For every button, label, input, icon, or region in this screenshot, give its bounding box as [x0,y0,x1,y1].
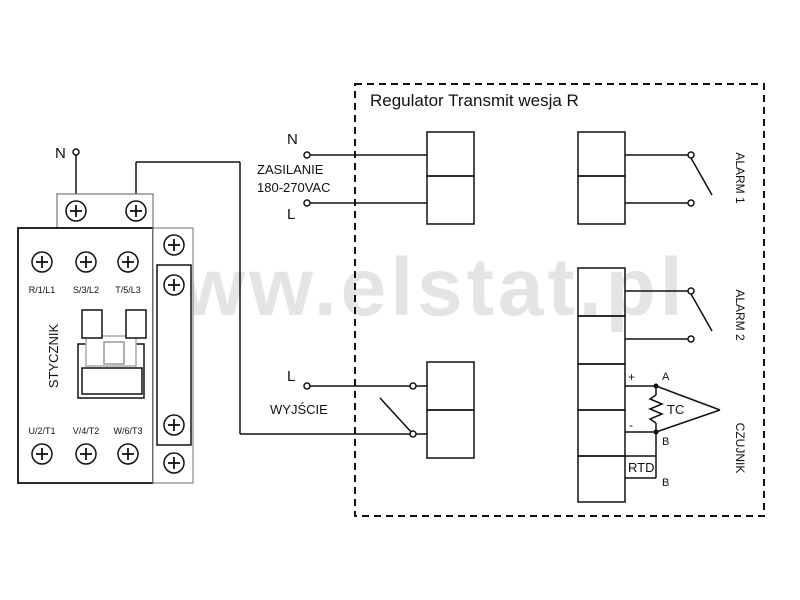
coil-screw-a2 [125,200,147,222]
watermark: www.elstat.pl [113,242,687,333]
terminal-l3-label: T/5/L3 [115,285,141,295]
screw-t2 [75,443,97,465]
sensor-nodes [653,383,659,435]
controller-title: Regulator Transmit wesja R [370,91,579,110]
supply-voltage-label: 180-270VAC [257,180,330,195]
sensor-wiring [625,385,721,479]
supply-wiring [303,151,427,207]
output-l-label: L [287,368,295,385]
contactor-label: STYCZNIK [46,324,61,389]
screw-l2 [75,251,97,273]
terminal-t3-label: W/6/T3 [113,426,142,436]
terminal-a-label: A [662,371,670,383]
output-label: WYJŚCIE [270,402,328,417]
contactor-n-wire [72,148,80,200]
alarm1-terminal-block [577,131,626,225]
contactor-n-label: N [55,145,66,162]
terminal-l1-label: R/1/L1 [29,285,56,295]
tc-label: TC [667,402,684,417]
alarm2-sensor-terminal-block [577,267,626,503]
supply-n-label: N [287,131,298,148]
contactor-mechanism [77,309,147,399]
screw-t1 [31,443,53,465]
aux-screw-2 [163,274,185,296]
aux-module [152,227,194,484]
sensor-label: CZUJNIK [733,423,747,474]
screw-l3 [117,251,139,273]
aux-module-inner [156,264,192,446]
alarm1-label: ALARM 1 [733,152,747,204]
supply-terminal-block [426,131,475,225]
output-wiring [135,161,427,438]
tc-plus-label: + [628,370,635,384]
output-terminal-block [426,361,475,459]
tc-minus-label: - [629,418,633,432]
alarm2-contact [625,287,713,343]
terminal-b2-label: B [662,477,669,489]
terminal-t1-label: U/2/T1 [28,426,55,436]
rtd-label: RTD [628,460,654,475]
coil-screw-a1 [65,200,87,222]
alarm2-label: ALARM 2 [733,289,747,341]
aux-screw-3 [163,414,185,436]
controller-enclosure [354,83,765,517]
supply-l-label: L [287,206,295,223]
supply-label: ZASILANIE [257,162,324,177]
terminal-b-label: B [662,436,669,448]
screw-t3 [117,443,139,465]
aux-screw-4 [163,452,185,474]
aux-screw-1 [163,234,185,256]
terminal-t2-label: V/4/T2 [73,426,100,436]
alarm1-contact [625,151,713,207]
terminal-l2-label: S/3/L2 [73,285,99,295]
screw-l1 [31,251,53,273]
